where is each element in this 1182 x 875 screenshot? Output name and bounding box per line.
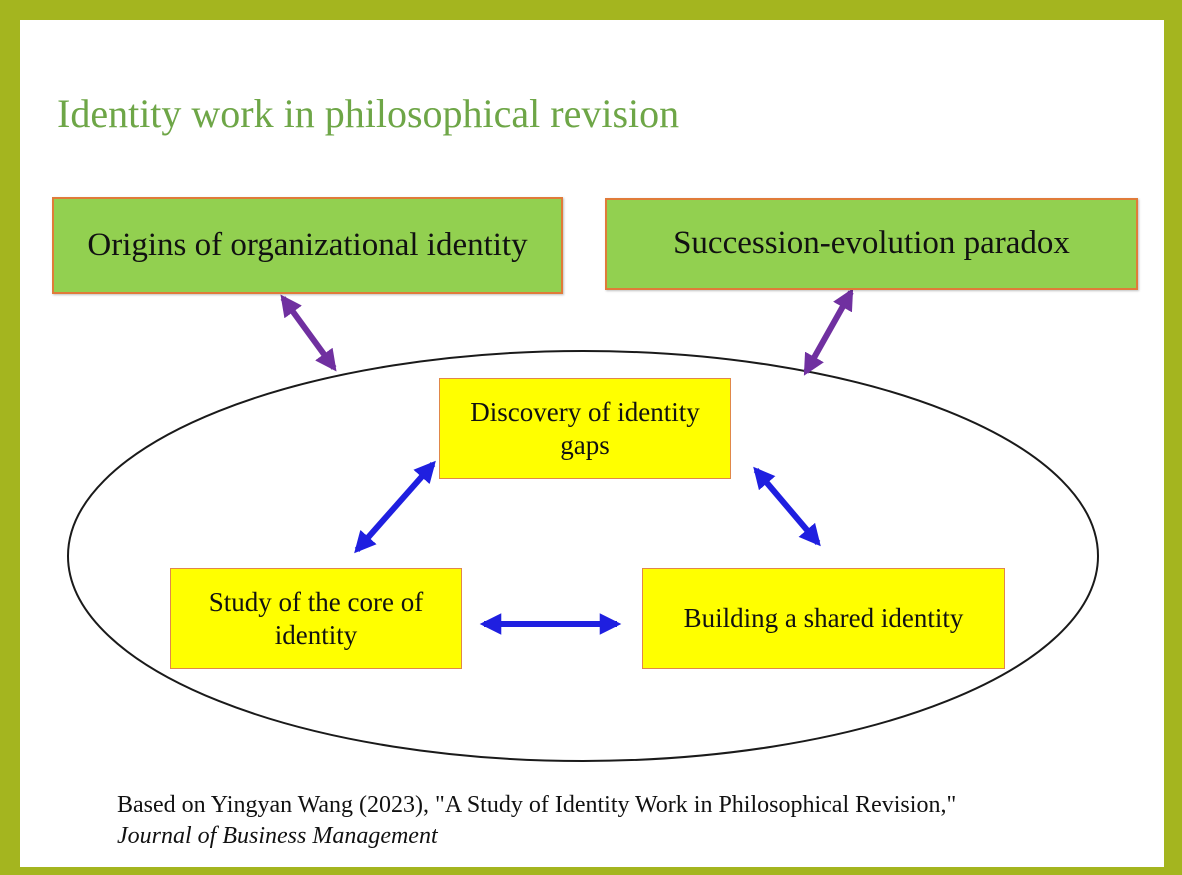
- study-label: Study of the core of identity: [208, 587, 424, 650]
- succession-label: Succession-evolution paradox: [673, 225, 1070, 262]
- origins-label: Origins of organizational identity: [87, 226, 528, 263]
- discovery-label: Discovery of identity gaps: [470, 397, 700, 460]
- building-label: Building a shared identity: [683, 603, 964, 634]
- discovery-box: Discovery of identity gaps: [439, 378, 731, 479]
- diagram-title: Identity work in philosophical revision: [57, 91, 680, 136]
- study-box: Study of the core of identity: [170, 568, 462, 669]
- caption-line-1: Based on Yingyan Wang (2023), "A Study o…: [117, 792, 957, 818]
- building-box: Building a shared identity: [642, 568, 1005, 669]
- arrow-origins-ellipse: [280, 294, 337, 372]
- arrow-discovery-study: [354, 460, 436, 554]
- origins-box: Origins of organizational identity: [52, 197, 563, 294]
- arrow-discovery-building: [753, 466, 821, 547]
- succession-box: Succession-evolution paradox: [605, 198, 1138, 290]
- caption-journal: Journal of Business Management: [117, 823, 438, 850]
- source-caption: Based on Yingyan Wang (2023), "A Study o…: [117, 790, 956, 852]
- identity-work-ellipse: [67, 350, 1099, 762]
- arrow-succession-ellipse: [803, 288, 854, 376]
